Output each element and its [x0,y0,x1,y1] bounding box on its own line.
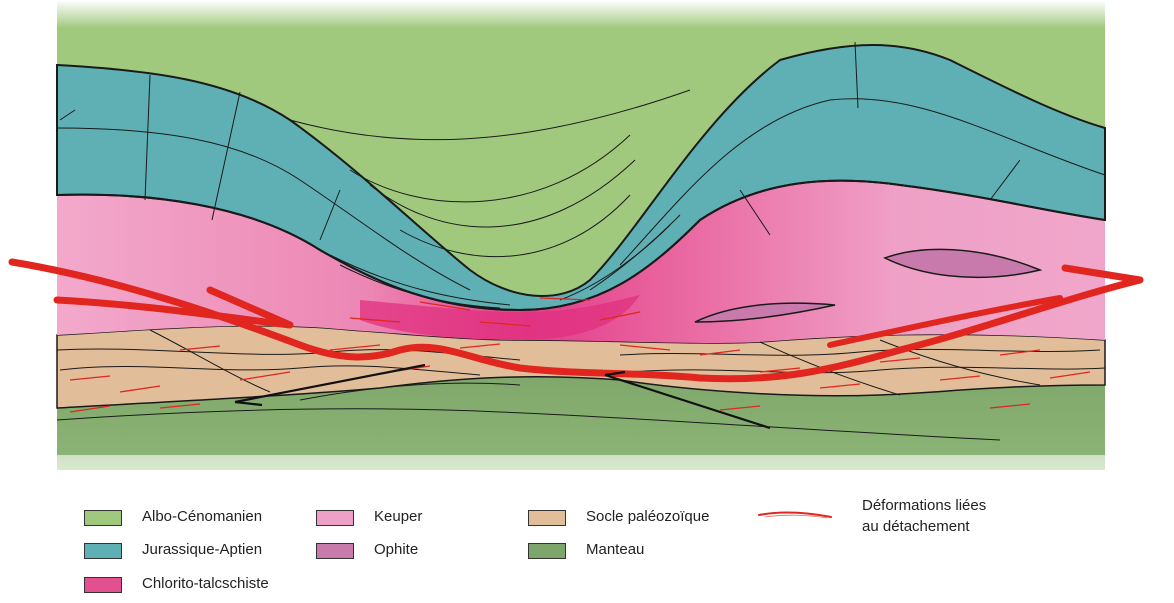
legend-label-ophite: Ophite [374,541,419,558]
ophite-lens-1 [883,248,1043,279]
legend-label-jurassique: Jurassique-Aptien [142,541,263,558]
syncline-curves [289,89,691,258]
legend-swatch [316,543,354,559]
deformation-strokes [69,297,1091,413]
keuper-layer [57,180,1105,343]
shear-arrows [234,363,771,430]
legend-swatch [84,543,122,559]
keuper-top-boundary [56,179,1106,312]
legend-item-albo [84,507,122,529]
main-detachment-line [8,258,1144,383]
legend-label-chlorito: Chlorito-talcschiste [142,575,269,592]
upper-detachment-line [827,295,1063,348]
legend-swatch [316,510,354,526]
legend-item-jurassique [84,540,122,562]
deformation-line-swatch [758,511,832,519]
legend-item-manteau [528,540,566,562]
legend-swatch [528,543,566,559]
legend-swatch [528,510,566,526]
legend-label-socle: Socle paléozoïque [586,508,710,525]
chlorito-talcschiste-core [360,295,640,340]
bedding-lines [56,41,1106,309]
legend-item-chlorito [84,574,122,596]
secondary-detachment-line [53,286,294,329]
legend-swatch [84,510,122,526]
legend-label-keuper: Keuper [374,508,423,525]
legend-item-ophite [316,540,354,562]
geological-cross-section [8,0,1144,470]
ophite-lens-2 [694,302,836,323]
legend-label-deformation-2: au détachement [862,518,970,535]
legend-item-keuper [316,507,354,529]
legend-label-albo: Albo-Cénomanien [142,508,263,525]
legend-item-socle [528,507,566,529]
legend-label-manteau: Manteau [586,541,645,558]
legend-swatch [84,577,122,593]
legend-label-deformation-1: Déformations liées [862,497,987,514]
